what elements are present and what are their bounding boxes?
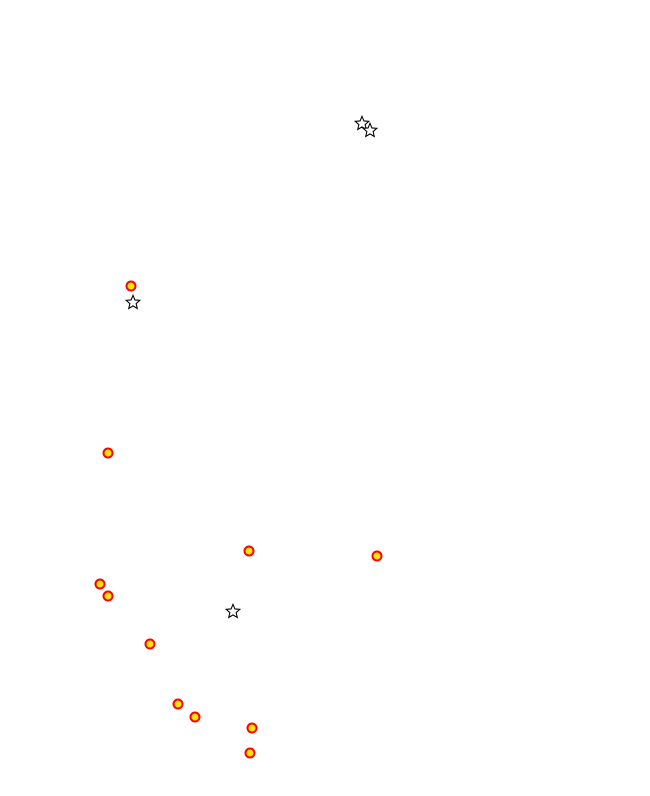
circle-marker-icon[interactable] xyxy=(244,747,256,759)
star-marker-icon[interactable] xyxy=(225,603,241,619)
circle-marker-icon[interactable] xyxy=(246,722,258,734)
circle-marker-icon[interactable] xyxy=(189,711,201,723)
star-marker-icon[interactable] xyxy=(125,294,141,310)
circle-marker-icon[interactable] xyxy=(144,638,156,650)
circle-marker-icon[interactable] xyxy=(102,590,114,602)
star-marker-icon[interactable] xyxy=(362,122,378,138)
circle-marker-icon[interactable] xyxy=(125,280,137,292)
circle-marker-icon[interactable] xyxy=(243,545,255,557)
circle-marker-icon[interactable] xyxy=(172,698,184,710)
circle-marker-icon[interactable] xyxy=(94,578,106,590)
circle-marker-icon[interactable] xyxy=(371,550,383,562)
circle-marker-icon[interactable] xyxy=(102,447,114,459)
star-marker-icon[interactable] xyxy=(354,115,370,131)
